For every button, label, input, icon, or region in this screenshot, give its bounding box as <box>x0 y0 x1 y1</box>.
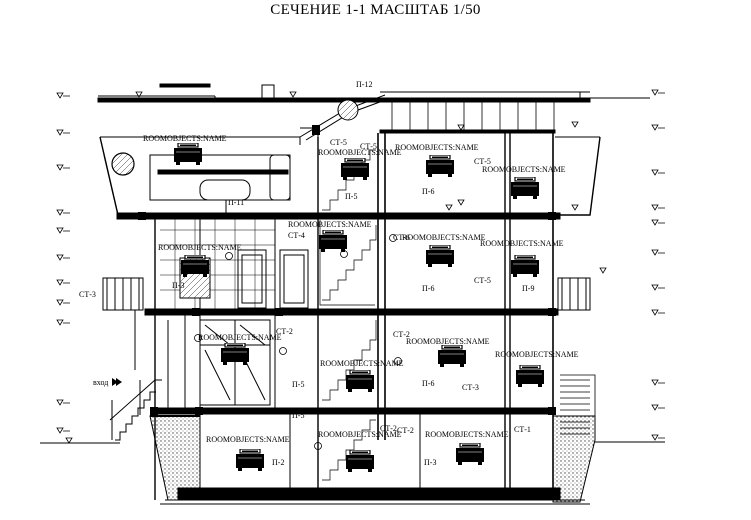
element-tag: П-6 <box>422 379 434 388</box>
room-label: ROOMOBJECTS:NAME <box>318 430 402 439</box>
room-label: ROOMOBJECTS:NAME <box>318 148 402 157</box>
room-label: ROOMOBJECTS:NAME <box>425 430 509 439</box>
room-label: ROOMOBJECTS:NAME <box>288 220 372 229</box>
element-tags: П-12 СТ-5 СТ-5 СТ-5 П-6 П-5 П-11 СТ-4 СТ… <box>79 80 534 467</box>
element-tag: СТ-5 <box>360 142 377 151</box>
drawing-title: СЕЧЕНИЕ 1-1 МАСШТАБ 1/50 <box>270 2 481 18</box>
furniture-symbols <box>173 143 545 472</box>
element-tag: П-5 <box>292 380 304 389</box>
level-markers-right <box>135 89 665 441</box>
element-tag: П-5 <box>292 411 304 420</box>
element-tag: П-12 <box>356 80 372 89</box>
element-tag: П-9 <box>522 284 534 293</box>
element-tag: П-5 <box>345 192 357 201</box>
element-tag: СТ-3 <box>462 383 479 392</box>
element-tag: СТ-3 <box>79 290 96 299</box>
element-tag: П-2 <box>272 458 284 467</box>
room-label: ROOMOBJECTS:NAME <box>320 359 404 368</box>
element-tag: СТ-5 <box>474 157 491 166</box>
element-tag: СТ-6 <box>393 233 410 242</box>
element-tag: П-3 <box>424 458 436 467</box>
entrance-label: вход <box>93 378 108 387</box>
element-tag: СТ-2 <box>276 327 293 336</box>
element-tag: СТ-1 <box>514 425 531 434</box>
room-label: ROOMOBJECTS:NAME <box>402 233 486 242</box>
element-tag: СТ-5 <box>330 138 347 147</box>
element-tag: СТ-2 <box>393 330 410 339</box>
element-tag: П-6 <box>422 284 434 293</box>
room-label: ROOMOBJECTS:NAME <box>495 350 579 359</box>
room-label: ROOMOBJECTS:NAME <box>480 239 564 248</box>
level-markers-left <box>56 92 73 444</box>
element-tag: СТ-5 <box>474 276 491 285</box>
element-tag: П-6 <box>422 187 434 196</box>
room-label: ROOMOBJECTS:NAME <box>406 337 490 346</box>
room-labels: ROOMOBJECTS:NAME ROOMOBJECTS:NAME ROOMOB… <box>143 134 579 444</box>
element-tag: СТ-2 <box>380 424 397 433</box>
room-label: ROOMOBJECTS:NAME <box>395 143 479 152</box>
element-tag: П-11 <box>228 198 244 207</box>
room-label: ROOMOBJECTS:NAME <box>198 333 282 342</box>
room-label: ROOMOBJECTS:NAME <box>143 134 227 143</box>
room-label: ROOMOBJECTS:NAME <box>158 243 242 252</box>
room-label: ROOMOBJECTS:NAME <box>482 165 566 174</box>
element-tag: СТ-4 <box>288 231 305 240</box>
element-tag: СТ-2 <box>397 426 414 435</box>
room-label: ROOMOBJECTS:NAME <box>206 435 290 444</box>
element-tag: П-3 <box>172 281 184 290</box>
